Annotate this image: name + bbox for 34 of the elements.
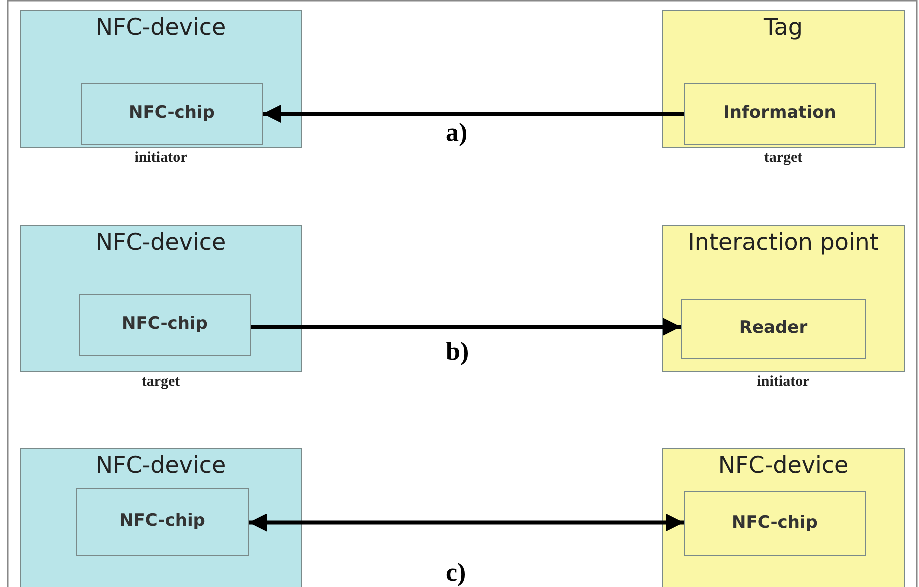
box-label: NFC-device (94, 15, 228, 42)
role-label: initiator (134, 150, 188, 167)
component-box (76, 488, 249, 556)
arrow (251, 318, 681, 336)
box-label: NFC-chip (118, 512, 206, 532)
box-label: Tag (763, 15, 804, 42)
device-box (20, 10, 302, 148)
device-box (662, 225, 905, 372)
box-label: NFC-chip (121, 315, 209, 335)
role-label: target (763, 150, 804, 167)
component-box (684, 491, 866, 556)
role-label: target (140, 374, 182, 391)
box-label: NFC-device (94, 453, 228, 480)
case-label: a) (446, 118, 468, 148)
box-label: Interaction point (687, 230, 880, 256)
case-label: b) (446, 337, 470, 367)
box-label: Reader (738, 319, 809, 339)
role-label: initiator (756, 374, 811, 391)
device-box (662, 448, 905, 587)
component-box (684, 83, 876, 145)
component-box (81, 83, 263, 145)
box-label: Information (722, 104, 838, 124)
case-label: c) (446, 558, 466, 587)
arrow (263, 105, 684, 123)
box-label: NFC-chip (128, 104, 216, 124)
box-label: NFC-device (717, 453, 850, 480)
box-label: NFC-chip (731, 514, 819, 534)
device-box (20, 225, 302, 372)
device-box (662, 10, 905, 148)
component-box (681, 299, 866, 359)
arrow (249, 514, 684, 532)
box-label: NFC-device (94, 230, 228, 256)
device-box (20, 448, 302, 587)
component-box (79, 294, 251, 356)
